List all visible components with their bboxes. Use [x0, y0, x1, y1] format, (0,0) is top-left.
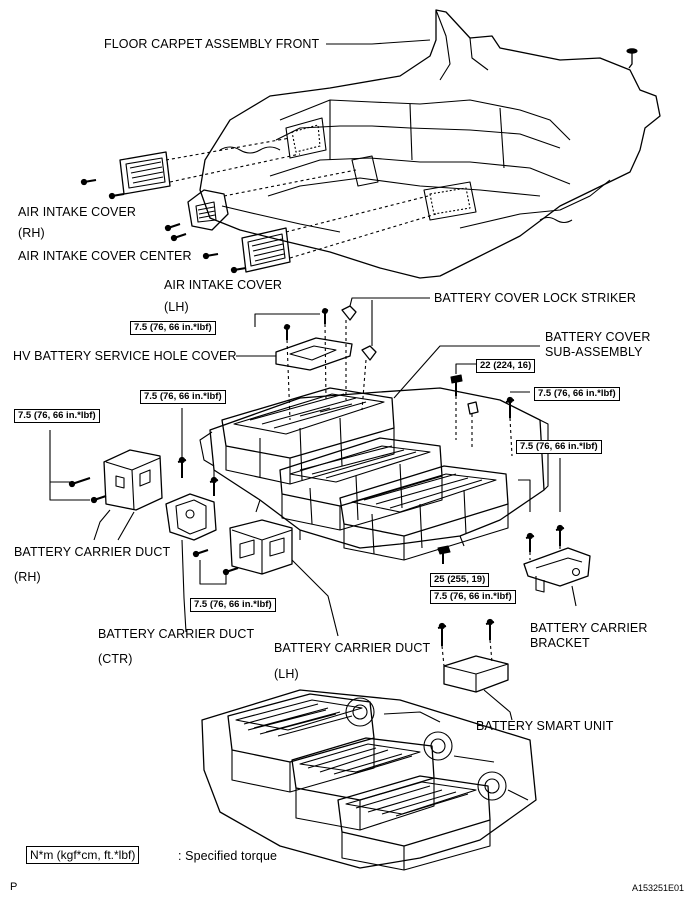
label-air-intake-cover-lh: AIR INTAKE COVER — [164, 278, 283, 292]
leader-floor-carpet — [326, 39, 431, 45]
battery-smart-unit-drawing — [437, 618, 513, 721]
legend-description: : Specified torque — [178, 849, 278, 863]
torque-spec-smart-unit: 7.5 (76, 66 in.*lbf) — [430, 590, 516, 604]
air-intake-cover-lh-drawing — [202, 195, 437, 274]
battery-carrier-bracket-drawing — [518, 458, 591, 607]
battery-cover-lock-striker-drawing — [341, 297, 430, 411]
label-air-intake-cover-rh-side: (RH) — [18, 226, 45, 240]
floor-carpet-drawing — [199, 9, 661, 279]
label-battery-cover-line2: SUB-ASSEMBLY — [545, 345, 643, 359]
air-intake-cover-center-drawing — [164, 169, 357, 242]
legend-torque-units: N*m (kgf*cm, ft.*lbf) — [26, 846, 140, 864]
torque-spec-right-bolt: 7.5 (76, 66 in.*lbf) — [534, 387, 620, 401]
torque-spec-duct-rh: 7.5 (76, 66 in.*lbf) — [14, 409, 100, 423]
label-carrier-duct-lh-side: (LH) — [274, 667, 299, 681]
label-hv-service-hole-cover: HV BATTERY SERVICE HOLE COVER — [13, 349, 237, 363]
label-carrier-duct-ctr-side: (CTR) — [98, 652, 133, 666]
label-floor-carpet: FLOOR CARPET ASSEMBLY FRONT — [104, 37, 320, 51]
torque-spec-25: 25 (255, 19) — [430, 573, 490, 587]
torque-spec-bracket: 7.5 (76, 66 in.*lbf) — [516, 440, 602, 454]
figure-id: A153251E01 — [632, 883, 685, 893]
battery-carrier-duct-rh-drawing — [49, 430, 163, 541]
label-leaders — [117, 511, 135, 541]
battery-carrier-duct-lh-drawing — [192, 519, 339, 637]
air-intake-cover-rh-drawing — [80, 137, 301, 200]
torque-spec-duct-ctr: 7.5 (76, 66 in.*lbf) — [140, 390, 226, 404]
label-carrier-duct-rh-side: (RH) — [14, 570, 41, 584]
label-carrier-bracket-line1: BATTERY CARRIER — [530, 621, 648, 635]
assembled-battery-view-drawing — [201, 689, 537, 871]
battery-assembly-drawing — [199, 387, 549, 564]
hv-service-hole-cover-drawing — [236, 308, 353, 421]
right-bolts-drawing — [450, 363, 530, 457]
label-battery-cover-line1: BATTERY COVER — [545, 330, 651, 344]
label-battery-smart-unit: BATTERY SMART UNIT — [476, 719, 614, 733]
label-carrier-duct-lh: BATTERY CARRIER DUCT — [274, 641, 431, 655]
label-air-intake-cover-center: AIR INTAKE COVER CENTER — [18, 249, 192, 263]
label-carrier-duct-ctr: BATTERY CARRIER DUCT — [98, 627, 255, 641]
leader-battery-cover — [393, 345, 540, 399]
label-air-intake-cover-rh: AIR INTAKE COVER — [18, 205, 137, 219]
battery-carrier-duct-ctr-drawing — [165, 408, 219, 633]
torque-spec-22: 22 (224, 16) — [476, 359, 536, 373]
torque-spec-duct-lh: 7.5 (76, 66 in.*lbf) — [190, 598, 276, 612]
page-mark: P — [10, 881, 18, 893]
label-carrier-duct-rh: BATTERY CARRIER DUCT — [14, 545, 171, 559]
torque-spec-service-cover: 7.5 (76, 66 in.*lbf) — [130, 321, 216, 335]
label-air-intake-cover-lh-side: (LH) — [164, 300, 189, 314]
label-carrier-bracket-line2: BRACKET — [530, 636, 590, 650]
label-battery-cover-lock-striker: BATTERY COVER LOCK STRIKER — [434, 291, 636, 305]
